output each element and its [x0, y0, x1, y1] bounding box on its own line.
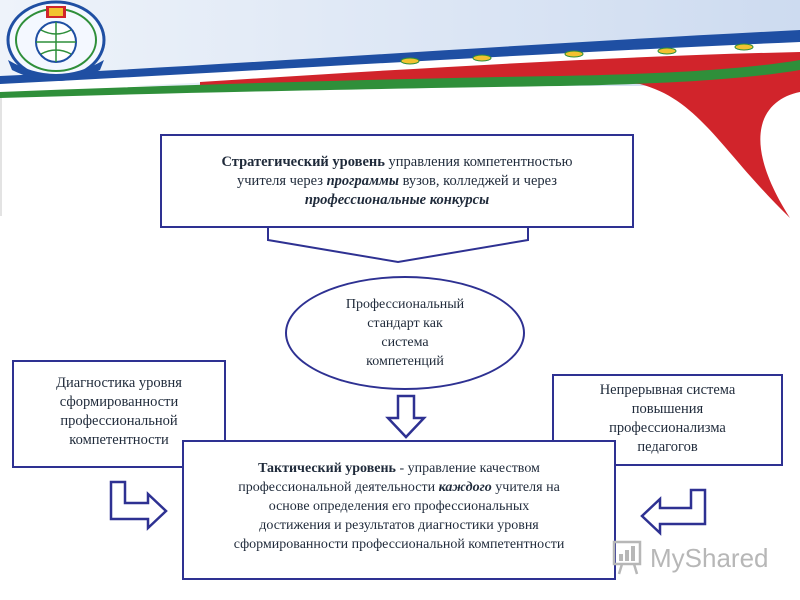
- tactical-line-3: основе определения его профессиональных: [268, 499, 530, 514]
- diagnostics-line: компетентности: [69, 432, 169, 448]
- tactical-line-4: достижения и результатов диагностики уро…: [259, 518, 539, 533]
- strategic-line-1-rest: управления компетентностью: [384, 154, 573, 170]
- strategic-line-2: учителя через программы вузов, колледжей…: [162, 172, 632, 191]
- strategic-level-box: Стратегический уровень управления компет…: [160, 134, 634, 228]
- header-banner: [0, 0, 800, 220]
- tactical-line-1-rest: - управление качеством: [395, 461, 540, 476]
- strategic-pointer-arrow: [267, 228, 529, 264]
- left-bent-arrow: [109, 480, 168, 531]
- strategic-emphasis-contests: профессиональные конкурсы: [304, 192, 490, 208]
- strategic-line-1: Стратегический уровень управления компет…: [162, 153, 632, 172]
- tactical-line-2-b: учителя на: [491, 480, 560, 495]
- tactical-line-2-a: профессиональной деятельности: [238, 480, 439, 495]
- continuous-line: Непрерывная система: [599, 382, 736, 398]
- continuous-line: повышения: [631, 401, 704, 417]
- strategic-line-2-b: вузов, колледжей и через: [398, 173, 557, 189]
- strategic-line-3: профессиональные конкурсы: [162, 191, 632, 210]
- diagnostics-line: профессиональной: [60, 413, 178, 429]
- strategic-title: Стратегический уровень: [221, 154, 385, 170]
- college-emblem-icon: [6, 0, 106, 81]
- diagnostics-line: Диагностика уровня: [56, 375, 182, 391]
- strategic-line-2-a: учителя через: [237, 173, 327, 189]
- continuous-improvement-box: Непрерывная система повышения профессион…: [552, 374, 783, 466]
- strategic-emphasis-programs: программы: [326, 173, 399, 189]
- watermark: MyShared: [612, 540, 782, 576]
- watermark-text: MyShared: [650, 542, 769, 573]
- tactical-emphasis-each: каждого: [438, 480, 492, 495]
- standard-line: стандарт как: [367, 316, 443, 331]
- tactical-level-box: Тактический уровень - управление качеств…: [182, 440, 616, 580]
- tactical-line-1: Тактический уровень - управление качеств…: [184, 459, 614, 478]
- continuous-line: профессионализма: [609, 420, 726, 436]
- tactical-line-5: сформированности профессиональной компет…: [233, 537, 565, 552]
- tactical-title: Тактический уровень: [258, 461, 396, 476]
- continuous-line: педагогов: [637, 439, 698, 455]
- standard-line: Профессиональный: [345, 297, 465, 312]
- down-arrow: [385, 394, 427, 439]
- presentation-chart-icon: [612, 540, 642, 575]
- tactical-line-2: профессиональной деятельности каждого уч…: [184, 478, 614, 497]
- diagnostics-line: сформированности: [59, 394, 179, 410]
- right-bent-arrow: [640, 488, 707, 536]
- professional-standard-oval: Профессиональный стандарт как система ко…: [285, 276, 525, 390]
- standard-line: система: [381, 335, 429, 350]
- standard-line: компетенций: [366, 354, 444, 369]
